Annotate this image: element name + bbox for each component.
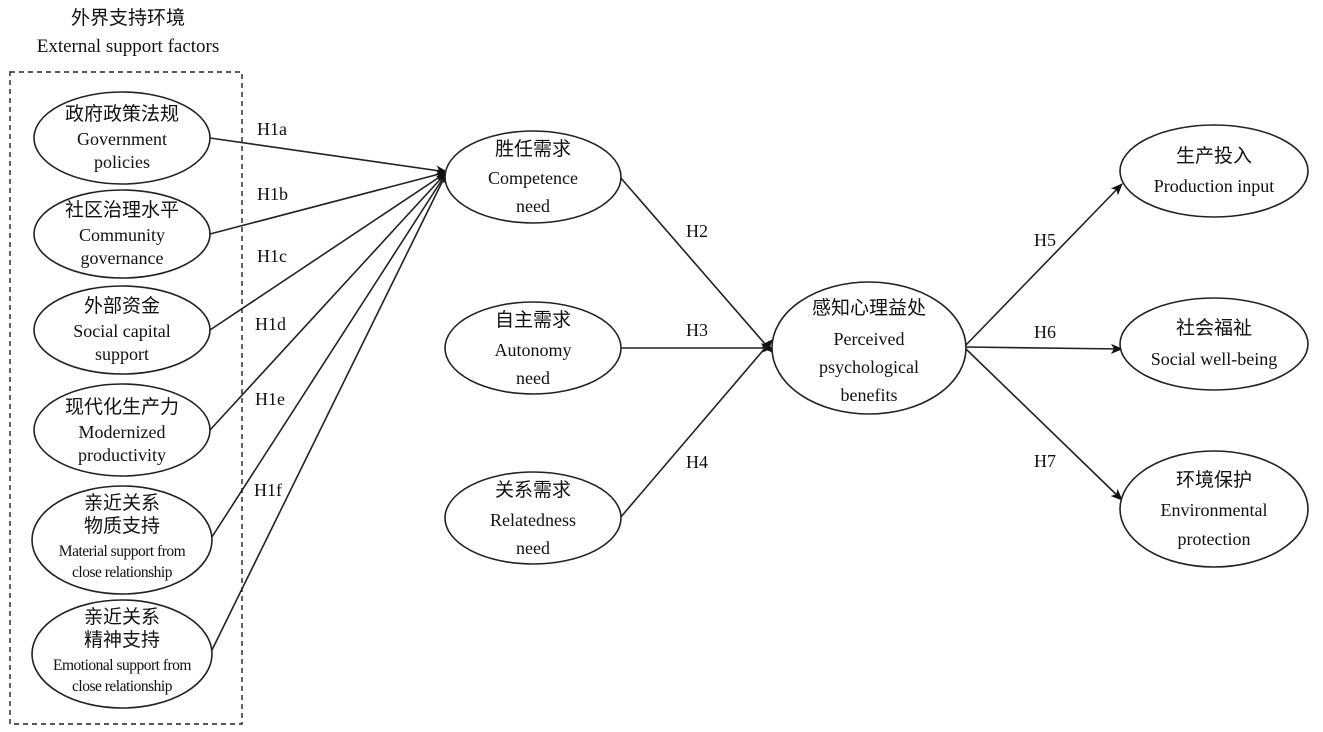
edge-label-h5: H5 <box>1034 230 1056 250</box>
edge-label-h2: H2 <box>686 221 708 241</box>
node-social-capital-support: 外部资金 Social capital support <box>33 285 211 375</box>
node-label-cn: 胜任需求 <box>495 138 571 160</box>
edge-h1c <box>209 171 448 331</box>
edge-h2 <box>619 176 773 353</box>
node-label-en: close relationship <box>72 678 173 695</box>
group-title-cn: 外界支持环境 <box>71 7 185 29</box>
node-label-en: Material support from <box>59 543 186 560</box>
node-relatedness-need: 关系需求 Relatedness need <box>444 471 622 565</box>
node-label-en: Community <box>79 225 165 245</box>
node-label-en: Production input <box>1154 176 1275 196</box>
edge-label-h1a: H1a <box>257 119 287 139</box>
node-label-en: psychological <box>819 357 919 377</box>
node-label-en: Social well-being <box>1151 349 1277 369</box>
node-label-en: protection <box>1178 529 1251 549</box>
node-perceived-psychological-benefits: 感知心理益处 Perceived psychological benefits <box>771 281 967 415</box>
node-government-policies: 政府政策法规 Government policies <box>33 91 211 185</box>
node-label-cn: 感知心理益处 <box>812 297 926 319</box>
node-label-cn: 自主需求 <box>495 309 571 331</box>
edge-label-h3: H3 <box>686 320 708 340</box>
node-label-cn: 环境保护 <box>1176 469 1252 491</box>
node-label-cn: 亲近关系 <box>84 606 160 628</box>
node-autonomy-need: 自主需求 Autonomy need <box>444 301 622 395</box>
node-label-en: support <box>95 344 149 364</box>
node-label-en: Social capital <box>73 321 170 341</box>
node-label-cn: 关系需求 <box>495 479 571 501</box>
edge-h4 <box>619 339 773 519</box>
node-emotional-support: 亲近关系 精神支持 Emotional support from close r… <box>31 599 213 709</box>
external-support-group-box <box>9 71 243 725</box>
group-title-en: External support factors <box>37 36 220 57</box>
node-label-en: Autonomy <box>494 340 571 360</box>
edge-h1a <box>209 137 448 176</box>
node-social-well-being: 社会福祉 Social well-being <box>1119 297 1309 391</box>
node-label-en: Government <box>77 129 167 149</box>
node-label-en: productivity <box>78 445 166 465</box>
edge-label-h7: H7 <box>1034 451 1056 471</box>
node-label-cn: 精神支持 <box>84 629 160 651</box>
edge-h6 <box>965 343 1123 354</box>
node-label-cn: 物质支持 <box>84 515 160 537</box>
edge-h1f <box>209 171 448 655</box>
node-label-en: governance <box>81 248 164 268</box>
node-label-en: need <box>516 538 550 558</box>
node-label-en: need <box>516 196 550 216</box>
node-label-en: Modernized <box>79 422 166 442</box>
edge-label-h4: H4 <box>686 452 708 472</box>
node-production-input: 生产投入 Production input <box>1119 124 1309 218</box>
node-material-support: 亲近关系 物质支持 Material support from close re… <box>31 485 213 595</box>
edge-label-h1b: H1b <box>257 184 288 204</box>
edge-label-h6: H6 <box>1034 322 1056 342</box>
edge-h1e <box>209 171 448 541</box>
node-label-cn: 社会福祉 <box>1176 317 1252 339</box>
edge-h1d <box>209 171 448 431</box>
node-label-en: close relationship <box>72 564 173 581</box>
node-community-governance: 社区治理水平 Community governance <box>33 189 211 279</box>
node-environmental-protection: 环境保护 Environmental protection <box>1119 450 1309 568</box>
node-label-cn: 生产投入 <box>1176 145 1252 167</box>
edge-h7 <box>965 348 1123 501</box>
edges-layer <box>209 137 1123 655</box>
node-competence-need: 胜任需求 Competence need <box>444 130 622 224</box>
edge-h1b <box>209 169 448 235</box>
node-label-en: Environmental <box>1161 500 1268 520</box>
edge-labels: H1a H1b H1c H1d H1e H1f H2 H3 H4 H5 H6 H… <box>254 119 1056 500</box>
edge-label-h1c: H1c <box>257 246 287 266</box>
node-label-en: Perceived <box>834 329 905 349</box>
node-label-en: policies <box>94 152 150 172</box>
edge-label-h1e: H1e <box>255 389 285 409</box>
node-label-en: need <box>516 368 550 388</box>
node-label-cn: 外部资金 <box>84 295 160 317</box>
edge-label-h1f: H1f <box>254 480 282 500</box>
node-label-cn: 亲近关系 <box>84 492 160 514</box>
node-label-en: benefits <box>841 385 898 405</box>
node-label-cn: 政府政策法规 <box>65 103 179 125</box>
edge-h5 <box>965 183 1123 346</box>
node-label-en: Relatedness <box>490 510 576 530</box>
node-label-en: Emotional support from <box>53 657 191 674</box>
node-modernized-productivity: 现代化生产力 Modernized productivity <box>33 383 211 477</box>
node-label-cn: 社区治理水平 <box>65 199 179 221</box>
node-label-en: Competence <box>488 168 578 188</box>
edge-label-h1d: H1d <box>255 314 286 334</box>
node-label-cn: 现代化生产力 <box>65 396 179 418</box>
